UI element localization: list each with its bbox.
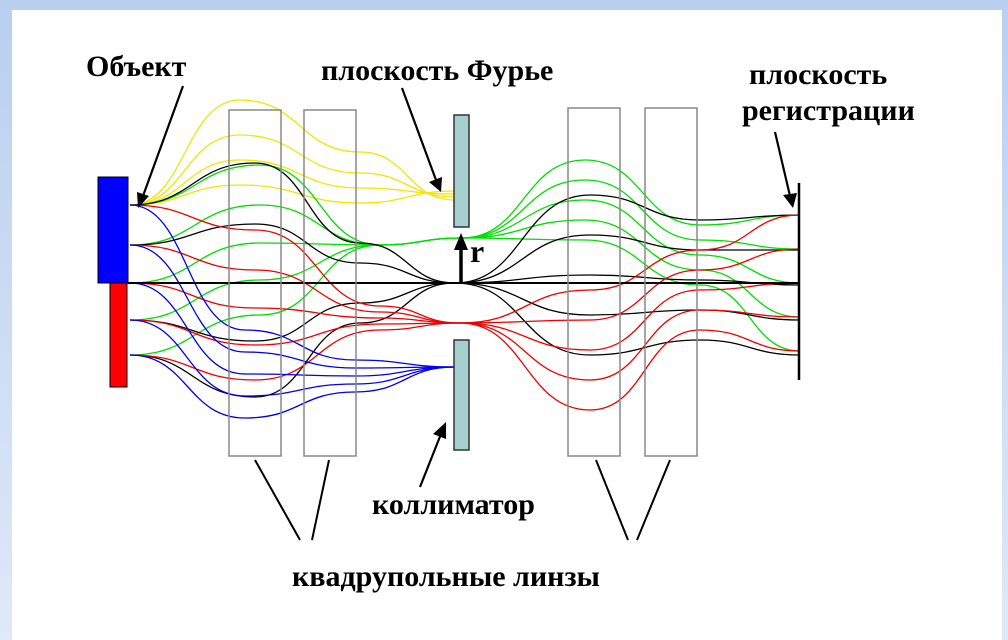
collimator-label: коллиматор [372,488,535,521]
registration-plane-label-line2: регистрации [742,94,915,127]
r-vector-label: r [470,233,484,269]
ray-path [129,99,456,206]
ray-path [129,282,801,342]
ray-path [129,134,456,206]
object-lower-bar [109,282,128,388]
quadrupole-lens-1 [228,109,282,457]
r-vector-arrowhead [454,233,468,250]
collimator-upper [453,114,470,228]
label-arrows [137,85,797,488]
quadrupole-lens-2 [303,109,357,457]
lens-label-lines [254,459,671,541]
ray-path [129,282,456,377]
quadrupole-lens-3 [567,107,621,457]
ray-path [129,204,456,368]
ray-path [129,223,800,284]
ray-path [129,319,456,397]
collimator-lower [453,339,470,451]
ray-path [129,159,456,206]
quadrupole-lenses-label: квадрупольные линзы [292,560,600,593]
ray-path [129,354,456,419]
diagram-panel [12,10,1002,640]
object-upper-bar [97,176,129,284]
quadrupole-lens-4 [644,107,698,457]
fourier-plane-label: плоскость Фурье [321,54,554,87]
object-label: Объект [86,50,187,83]
ray-path [129,322,801,411]
ray-path [129,184,456,206]
registration-plane-label-line1: плоскость [749,58,888,91]
ray-path [129,244,456,369]
